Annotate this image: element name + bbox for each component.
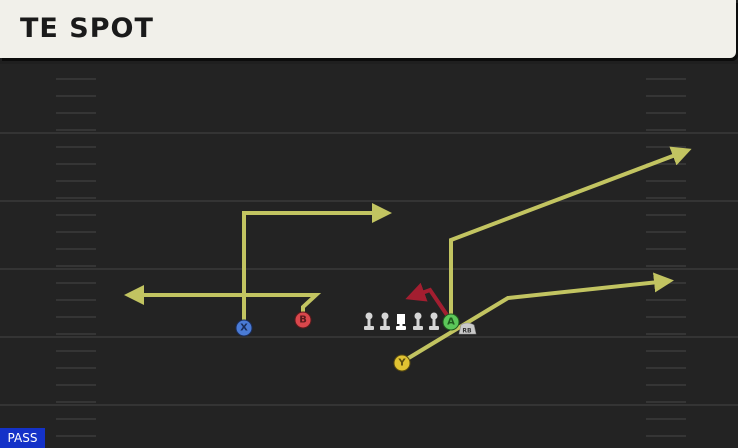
yard-line [0, 268, 738, 270]
hash-mark [646, 214, 686, 216]
hash-mark [646, 384, 686, 386]
hash-mark [56, 180, 96, 182]
hash-mark [56, 418, 96, 420]
hash-mark [646, 248, 686, 250]
hash-mark [646, 401, 686, 403]
hash-mark [646, 112, 686, 114]
yard-line [0, 336, 738, 338]
yard-line [0, 200, 738, 202]
lineman-icon [364, 312, 374, 330]
player-b-label: B [299, 315, 307, 326]
play-type-badge: PASS [0, 428, 45, 448]
hash-mark [56, 163, 96, 165]
hash-mark [56, 316, 96, 318]
hash-mark [56, 214, 96, 216]
hash-mark [56, 367, 96, 369]
hash-mark [56, 435, 96, 437]
player-b: B [294, 311, 312, 329]
yard-line [0, 404, 738, 406]
hash-mark [56, 231, 96, 233]
hash-mark [56, 350, 96, 352]
hash-mark [646, 418, 686, 420]
route-x-corner [242, 203, 392, 326]
hash-mark [56, 197, 96, 199]
playbook-field [0, 64, 738, 448]
offensive-line [364, 312, 439, 330]
player-x-label: X [240, 323, 248, 334]
hash-mark [646, 299, 686, 301]
hash-mark [56, 95, 96, 97]
hash-mark [56, 112, 96, 114]
hash-mark [646, 350, 686, 352]
player-a: A [442, 313, 460, 331]
hash-mark [646, 163, 686, 165]
hash-mark [56, 248, 96, 250]
hash-mark [646, 316, 686, 318]
hash-mark [646, 146, 686, 148]
hash-mark [646, 95, 686, 97]
lineman-icon [429, 312, 439, 330]
player-x: X [235, 319, 253, 337]
hash-mark [646, 129, 686, 131]
lineman-icon [413, 312, 423, 330]
play-title-bar: TE SPOT [0, 0, 736, 58]
hash-mark [56, 299, 96, 301]
hash-mark [646, 197, 686, 199]
hash-mark [56, 146, 96, 148]
player-a-label: A [447, 317, 455, 328]
hash-mark [56, 384, 96, 386]
play-title: TE SPOT [20, 13, 154, 44]
hash-mark [56, 129, 96, 131]
route-y-out [400, 272, 674, 364]
hash-mark [56, 282, 96, 284]
yard-line [0, 132, 738, 134]
hash-mark [646, 435, 686, 437]
hash-mark [646, 265, 686, 267]
route-rb-block [405, 282, 451, 320]
route-b-drag [124, 285, 322, 318]
hash-mark [56, 401, 96, 403]
hash-mark [56, 78, 96, 80]
hash-mark [56, 265, 96, 267]
lineman-icon [380, 312, 390, 330]
hash-mark [646, 367, 686, 369]
hash-mark [646, 180, 686, 182]
hash-mark [646, 231, 686, 233]
hash-mark [56, 333, 96, 335]
player-y-label: Y [397, 358, 406, 369]
hash-mark [646, 333, 686, 335]
player-y: Y [393, 354, 411, 372]
hash-mark [646, 78, 686, 80]
player-rb: RB [458, 322, 477, 335]
player-rb-label: RB [462, 328, 472, 335]
center-icon [396, 314, 406, 330]
route-a-post [449, 146, 692, 320]
